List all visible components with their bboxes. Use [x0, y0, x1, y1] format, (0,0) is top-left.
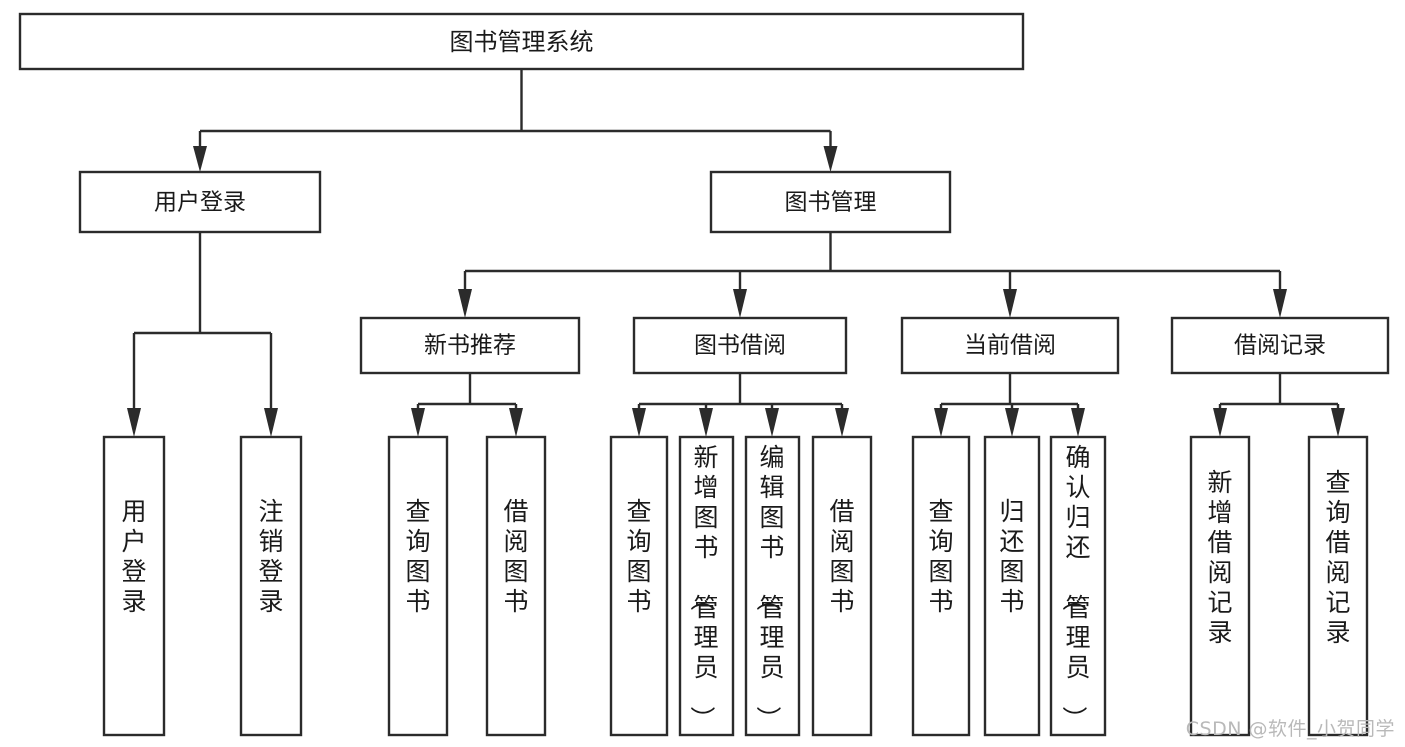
node-cb-return-book[interactable]: 归还图书: [983, 435, 1041, 737]
connector-userlogin-to-leaves: [127, 232, 278, 437]
node-bb-query-book[interactable]: 查询图书: [609, 435, 669, 737]
node-user-login-label: 用户登录: [154, 190, 246, 216]
node-new-book-recommend-box[interactable]: [359, 316, 581, 375]
node-br-add-record[interactable]: 新增借阅记录: [1189, 435, 1251, 737]
node-current-borrow[interactable]: 当前借阅: [900, 316, 1120, 375]
connectors-layer: [127, 69, 1345, 437]
arrow-head-icon: [733, 289, 747, 318]
arrow-head-icon: [1071, 408, 1085, 437]
arrow-head-icon: [1003, 289, 1017, 318]
node-root-label: 图书管理系统: [450, 28, 594, 56]
node-br-add-record-box[interactable]: [1189, 435, 1251, 737]
node-cb-confirm-return-box[interactable]: [1049, 435, 1107, 737]
node-bb-edit-book[interactable]: 编辑图书（管理员）: [744, 435, 801, 737]
node-book-borrow-label: 图书借阅: [694, 333, 786, 359]
node-bb-add-book-label: 新增图书（管理员）: [687, 443, 718, 731]
arrow-head-icon: [823, 146, 838, 172]
node-book-manage-label: 图书管理: [785, 190, 877, 216]
node-bb-query-book-label: 查询图书: [626, 497, 651, 616]
node-user-logout-leaf[interactable]: 注销登录: [239, 435, 303, 737]
arrow-head-icon: [193, 146, 207, 172]
node-borrow-record-label: 借阅记录: [1234, 333, 1326, 359]
node-book-borrow[interactable]: 图书借阅: [632, 316, 848, 375]
node-cb-query-book[interactable]: 查询图书: [911, 435, 971, 737]
node-user-login[interactable]: 用户登录: [78, 170, 322, 234]
node-root-box[interactable]: [18, 12, 1025, 71]
node-book-manage-box[interactable]: [709, 170, 952, 234]
node-bb-borrow-book-box[interactable]: [811, 435, 873, 737]
node-user-login-leaf[interactable]: 用户登录: [102, 435, 166, 737]
node-user-login-leaf-label: 用户登录: [121, 497, 146, 616]
node-cb-query-book-label: 查询图书: [928, 497, 953, 616]
arrow-head-icon: [835, 408, 849, 437]
node-nbr-borrow-book[interactable]: 借阅图书: [485, 435, 547, 737]
node-cb-return-book-box[interactable]: [983, 435, 1041, 737]
node-bb-query-book-box[interactable]: [609, 435, 669, 737]
node-user-login-leaf-box[interactable]: [102, 435, 166, 737]
node-br-query-record-label: 查询借阅记录: [1325, 468, 1350, 647]
node-user-login-box[interactable]: [78, 170, 322, 234]
node-borrow-record[interactable]: 借阅记录: [1170, 316, 1390, 375]
arrow-head-icon: [458, 289, 472, 318]
node-nbr-query-book-label: 查询图书: [405, 497, 430, 616]
node-nbr-query-book-box[interactable]: [387, 435, 449, 737]
connector-borrowrecord-to-leaves: [1213, 373, 1345, 437]
node-br-add-record-label: 新增借阅记录: [1207, 468, 1232, 647]
node-cb-confirm-return[interactable]: 确认归还（管理员）: [1049, 435, 1107, 737]
connector-currentborrow-to-leaves: [934, 373, 1085, 437]
node-br-query-record[interactable]: 查询借阅记录: [1307, 435, 1369, 737]
connector-bookmanage-to-submodules: [458, 232, 1287, 318]
node-bb-edit-book-box[interactable]: [744, 435, 801, 737]
node-new-book-recommend[interactable]: 新书推荐: [359, 316, 581, 375]
arrow-head-icon: [699, 408, 713, 437]
node-bb-add-book[interactable]: 新增图书（管理员）: [678, 435, 735, 737]
node-nbr-query-book[interactable]: 查询图书: [387, 435, 449, 737]
node-root[interactable]: 图书管理系统: [18, 12, 1025, 71]
node-bb-add-book-box[interactable]: [678, 435, 735, 737]
arrow-head-icon: [411, 408, 425, 437]
node-cb-confirm-return-label: 确认归还（管理员）: [1059, 443, 1090, 731]
arrow-head-icon: [509, 408, 523, 437]
node-current-borrow-box[interactable]: [900, 316, 1120, 375]
node-borrow-record-box[interactable]: [1170, 316, 1390, 375]
node-cb-return-book-label: 归还图书: [999, 497, 1024, 616]
node-new-book-recommend-label: 新书推荐: [424, 333, 516, 359]
connector-bookborrow-to-leaves: [632, 373, 849, 437]
csdn-watermark: CSDN @软件_小贺同学: [1185, 718, 1395, 740]
connector-newbook-to-leaves: [411, 373, 523, 437]
node-nbr-borrow-book-label: 借阅图书: [503, 497, 528, 616]
connector-root-to-level1: [193, 69, 838, 172]
arrow-head-icon: [1213, 408, 1227, 437]
arrow-head-icon: [765, 408, 779, 437]
node-bb-borrow-book[interactable]: 借阅图书: [811, 435, 873, 737]
arrow-head-icon: [1331, 408, 1345, 437]
nodes-layer: 图书管理系统 用户登录 图书管理 新书推荐 图书借阅: [18, 12, 1390, 737]
arrow-head-icon: [127, 408, 141, 437]
node-nbr-borrow-book-box[interactable]: [485, 435, 547, 737]
arrow-head-icon: [264, 408, 278, 437]
arrow-head-icon: [632, 408, 646, 437]
arrow-head-icon: [1273, 289, 1287, 318]
node-bb-borrow-book-label: 借阅图书: [829, 497, 854, 616]
node-user-logout-leaf-box[interactable]: [239, 435, 303, 737]
node-bb-edit-book-label: 编辑图书（管理员）: [753, 443, 784, 731]
arrow-head-icon: [934, 408, 948, 437]
node-cb-query-book-box[interactable]: [911, 435, 971, 737]
node-book-borrow-box[interactable]: [632, 316, 848, 375]
node-br-query-record-box[interactable]: [1307, 435, 1369, 737]
node-current-borrow-label: 当前借阅: [964, 333, 1056, 359]
node-user-logout-leaf-label: 注销登录: [258, 497, 283, 616]
arrow-head-icon: [1005, 408, 1019, 437]
node-book-manage[interactable]: 图书管理: [709, 170, 952, 234]
